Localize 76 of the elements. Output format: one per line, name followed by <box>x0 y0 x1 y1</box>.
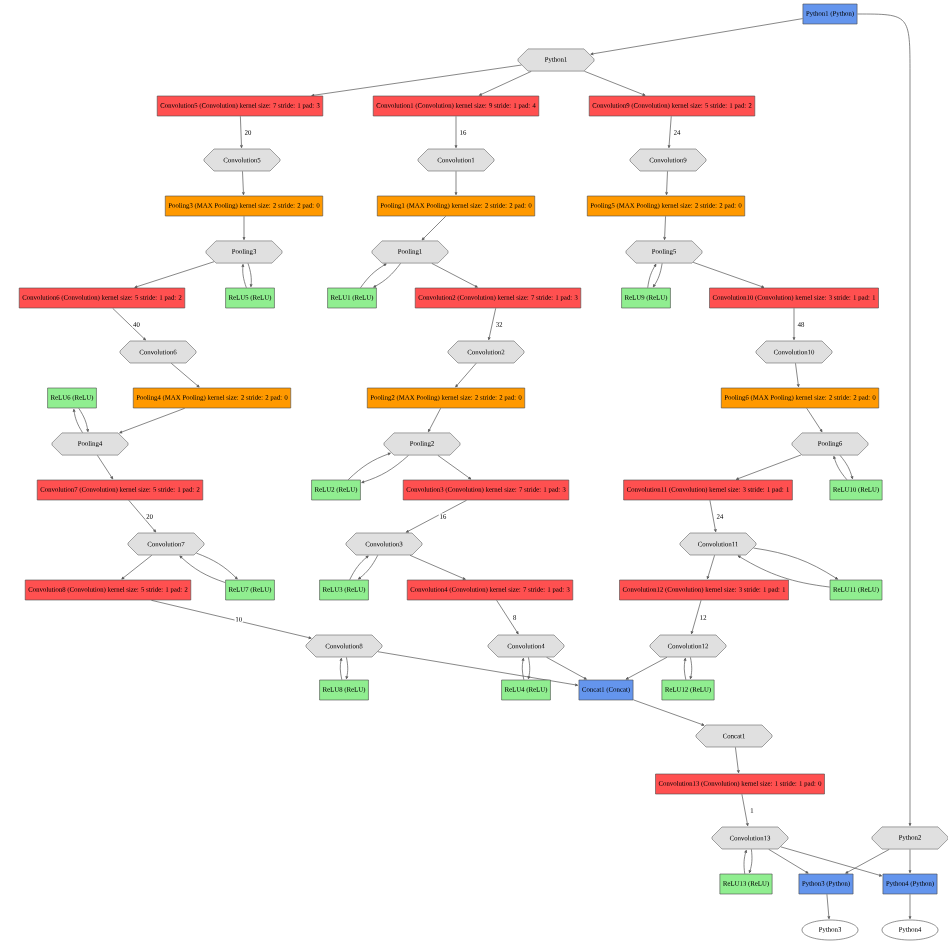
arrow <box>590 18 803 56</box>
arrow <box>839 455 854 480</box>
arrow <box>689 656 693 680</box>
arrow <box>478 71 532 96</box>
arrow <box>743 849 747 875</box>
arrow <box>455 362 477 388</box>
arrow <box>546 656 587 680</box>
arrow <box>242 170 245 196</box>
arrow <box>72 408 83 433</box>
arrow <box>196 552 238 580</box>
arrow <box>121 554 153 580</box>
arrow <box>633 699 705 726</box>
arrow <box>748 848 753 874</box>
arrow <box>665 170 668 196</box>
arrow <box>345 656 349 680</box>
arrow <box>845 849 890 874</box>
arrow <box>795 362 800 388</box>
arrow <box>437 455 472 480</box>
arrow <box>663 215 666 241</box>
arrow <box>753 547 839 580</box>
arrow <box>151 599 312 639</box>
arrow <box>647 263 657 289</box>
arrow <box>521 657 525 681</box>
arrow <box>709 499 717 533</box>
arrow <box>311 64 522 97</box>
arrow <box>527 656 531 680</box>
arrow <box>358 554 379 580</box>
arrow <box>242 215 246 241</box>
arrow <box>792 307 796 341</box>
arrow <box>421 215 447 241</box>
arrow <box>347 452 391 481</box>
arrow <box>683 657 687 681</box>
arrow <box>741 793 749 827</box>
arrow <box>496 599 519 635</box>
arrow <box>908 893 912 920</box>
arrow <box>360 263 387 289</box>
arrow <box>826 893 831 920</box>
arrow <box>377 651 579 687</box>
arrow <box>134 261 215 288</box>
arrow <box>908 849 912 874</box>
arrow <box>454 170 458 196</box>
arrow <box>857 13 912 827</box>
arrow <box>735 746 740 774</box>
arrow <box>170 362 200 388</box>
arrow <box>78 407 89 433</box>
arrow <box>583 70 646 96</box>
arrow <box>487 307 497 341</box>
arrow <box>179 555 226 583</box>
arrow <box>119 407 186 434</box>
arrow <box>706 554 715 580</box>
arrow <box>339 657 343 681</box>
arrow <box>240 115 243 149</box>
arrow <box>97 455 114 480</box>
arrow <box>780 846 883 877</box>
arrow <box>405 499 467 533</box>
arrow <box>349 555 369 581</box>
arrow <box>428 407 441 433</box>
arrow <box>247 263 253 288</box>
arrow <box>454 115 458 149</box>
arrow <box>735 454 802 480</box>
arrow <box>667 115 672 149</box>
arrow <box>241 263 247 289</box>
arrow <box>112 307 146 341</box>
arrow <box>431 263 478 288</box>
arrow <box>692 262 765 288</box>
arrow <box>373 263 401 288</box>
arrow <box>361 455 409 484</box>
arrow <box>128 499 157 533</box>
arrow <box>833 455 848 481</box>
arrow <box>690 599 702 635</box>
arrow <box>409 554 466 580</box>
arrow <box>768 848 809 874</box>
arrow <box>806 407 823 433</box>
arrow <box>737 555 831 588</box>
arrow <box>625 656 668 680</box>
arrow <box>652 263 663 288</box>
